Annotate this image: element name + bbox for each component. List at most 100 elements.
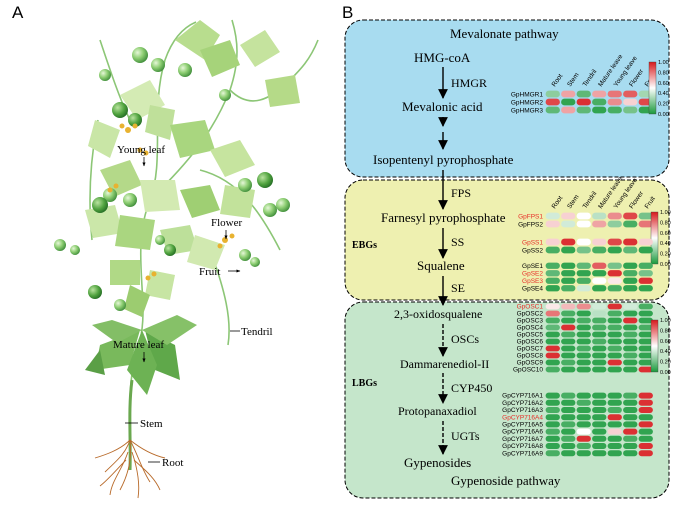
color-scale-tick: 0.40: [660, 349, 671, 355]
gene-label: GpSE2: [522, 271, 543, 278]
heatmap-cell: [561, 277, 576, 284]
heatmap-cell: [623, 106, 638, 114]
heatmap-cell: [623, 277, 638, 284]
heatmap-cell: [592, 359, 607, 366]
heatmap-cell: [561, 270, 576, 277]
heatmap-cell: [592, 324, 607, 331]
heatmap-cell: [561, 331, 576, 338]
heatmap-cell: [592, 106, 607, 114]
ebgs-tag: EBGs: [352, 240, 377, 251]
heatmap-cell: [607, 345, 622, 352]
heatmap-cell: [607, 324, 622, 331]
lbgs-tag: LBGs: [352, 378, 377, 389]
gene-label: GpOSC8: [517, 353, 544, 360]
heatmap-cell: [607, 285, 622, 292]
heatmap-cell: [607, 246, 622, 254]
heatmap-cell: [592, 366, 607, 373]
heatmap-cell: [638, 238, 653, 246]
gene-label: GpCYP716A8: [502, 443, 543, 450]
leaf-cluster: [85, 20, 300, 395]
heatmap-cell: [576, 407, 591, 413]
heatmap-cell: [623, 428, 638, 435]
heatmap-cell: [638, 212, 653, 220]
gene-label: GpHMGR2: [511, 100, 544, 107]
heatmap-cell: [623, 407, 638, 413]
roots: [94, 439, 166, 499]
heatmap-cell: [545, 338, 560, 345]
heatmap-cell: [545, 399, 560, 406]
heatmap-cell: [607, 428, 622, 435]
label-mature-leaf: Mature leaf: [113, 339, 164, 351]
isopentenyl-pyrophosphate: Isopentenyl pyrophosphate: [373, 152, 514, 167]
heatmap-cell: [623, 359, 638, 366]
heatmap-cell: [545, 317, 560, 324]
heatmap-cell: [623, 238, 638, 246]
heatmap-cell: [638, 262, 653, 269]
heatmap-cell: [638, 450, 653, 457]
mevalonate-region: [344, 19, 670, 178]
heatmap-cell: [576, 285, 591, 292]
heatmap-cell: [638, 277, 653, 284]
heatmap-cell: [638, 324, 653, 331]
color-scale-tick: 0.80: [660, 328, 671, 334]
heatmap-cell: [607, 443, 622, 449]
squalene: Squalene: [417, 258, 465, 273]
heatmap-cell: [607, 392, 622, 399]
heatmap-cell: [607, 212, 622, 220]
heatmap-cell: [561, 435, 576, 442]
gene-label: GpSS1: [522, 240, 543, 247]
heatmap-cell: [623, 262, 638, 269]
heatmap-cell: [607, 106, 622, 114]
heatmap-cell: [576, 345, 591, 352]
color-scale-bar: [650, 319, 659, 373]
heatmap-cell: [623, 270, 638, 277]
heatmap-cell: [623, 98, 638, 106]
heatmap-cell: [638, 435, 653, 442]
heatmap-cell: [545, 246, 560, 254]
heatmap-cell: [576, 450, 591, 457]
heatmap-cell: [576, 98, 591, 106]
heatmap-cell: [638, 421, 653, 428]
heatmap-cell: [561, 399, 576, 406]
mevalonate-title: Mevalonate pathway: [450, 26, 559, 41]
label-flower: Flower: [211, 217, 243, 229]
heatmap-cell: [623, 90, 638, 98]
heatmap-cell: [545, 414, 560, 421]
oxidosqualene: 2,3-oxidosqualene: [394, 307, 482, 321]
heatmap-cell: [561, 428, 576, 435]
gene-label: GpOSC6: [517, 339, 544, 346]
heatmap-cell: [623, 324, 638, 331]
heatmap-cell: [545, 212, 560, 220]
heatmap-cell: [576, 246, 591, 254]
gene-label: GpOSC7: [517, 346, 544, 353]
heatmap-cell: [561, 366, 576, 373]
heatmap-cell: [561, 285, 576, 292]
heatmap-cell: [638, 285, 653, 292]
heatmap-cell: [576, 414, 591, 421]
farnesyl-pyrophosphate: Farnesyl pyrophosphate: [381, 210, 506, 225]
flowers: [107, 123, 235, 281]
heatmap-cell: [607, 90, 622, 98]
color-scale-tick: 1.00: [658, 60, 669, 66]
heatmap-cell: [576, 212, 591, 220]
heatmap-cell: [607, 359, 622, 366]
heatmap-cell: [607, 407, 622, 413]
gene-label: GpHMGR1: [511, 92, 544, 99]
gene-label: GpCYP716A5: [502, 422, 543, 429]
heatmap-cell: [545, 324, 560, 331]
heatmap-cell: [561, 106, 576, 114]
heatmap-cell: [545, 310, 560, 317]
heatmap-cell: [545, 352, 560, 359]
label-fruit: Fruit: [199, 266, 220, 278]
dammarenediol: Dammarenediol-II: [400, 357, 489, 371]
heatmap-cell: [638, 359, 653, 366]
heatmap-cell: [623, 303, 638, 310]
heatmap-cell: [561, 414, 576, 421]
heatmap-cell: [576, 106, 591, 114]
heatmap-cell: [623, 435, 638, 442]
ss-enzyme: SS: [451, 235, 464, 249]
heatmap-cell: [545, 450, 560, 457]
heatmap-cell: [592, 270, 607, 277]
label-young-leaf: Young leaf: [117, 144, 165, 156]
